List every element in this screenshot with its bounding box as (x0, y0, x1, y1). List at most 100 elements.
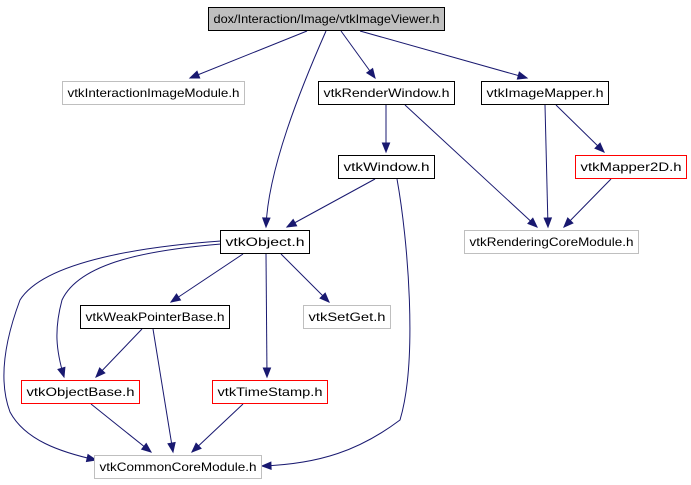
nodes-layer: dox/Interaction/Image/vtkImageViewer.h vt… (21, 7, 687, 479)
node-label: vtkCommonCoreModule.h (100, 460, 257, 474)
edge-line (170, 253, 244, 303)
edge-arrowhead (260, 461, 272, 471)
node-box (80, 305, 230, 329)
edge-imap-to-rcm (543, 104, 553, 229)
node-label: dox/Interaction/Image/vtkImageViewer.h (214, 12, 440, 26)
node-box (303, 305, 391, 329)
edge-arrowhead (191, 442, 202, 453)
edge-rwin-to-win (381, 105, 391, 154)
node-label: vtkObject.h (226, 235, 305, 249)
edge-root-to-imap (359, 30, 529, 80)
edge-ts-to-ccm (191, 403, 244, 453)
edge-obj-to-wpb (169, 253, 244, 303)
node-label: vtkImageMapper.h (487, 86, 604, 100)
edge-arrowhead (516, 71, 529, 80)
edge-obj-to-objbase (56, 243, 222, 379)
node-box (21, 380, 140, 404)
edge-win-to-ccm (260, 178, 411, 471)
node-map2d[interactable]: vtkMapper2D.h (575, 155, 687, 179)
node-box (464, 230, 639, 254)
edge-line (191, 403, 244, 453)
edge-arrowhead (188, 70, 201, 79)
node-setget[interactable]: vtkSetGet.h (303, 305, 391, 329)
edge-line (404, 104, 538, 228)
node-box (338, 155, 435, 179)
edge-line (563, 178, 612, 228)
node-label: vtkSetGet.h (309, 310, 386, 324)
edge-line (359, 30, 528, 79)
node-ccm[interactable]: vtkCommonCoreModule.h (94, 455, 262, 479)
edge-line (189, 30, 308, 79)
node-label: vtkMapper2D.h (581, 160, 682, 174)
node-box (62, 81, 245, 105)
edge-obj-to-ts (262, 253, 272, 379)
node-imap[interactable]: vtkImageMapper.h (481, 81, 609, 105)
node-iim[interactable]: vtkInteractionImageModule.h (62, 81, 245, 105)
node-label: vtkWeakPointerBase.h (86, 310, 225, 324)
edge-line (95, 328, 143, 378)
edges-layer (3, 30, 612, 471)
edge-arrowhead (95, 367, 106, 378)
node-root: dox/Interaction/Image/vtkImageViewer.h (208, 7, 445, 31)
node-label: vtkObjectBase.h (27, 385, 135, 399)
node-box (212, 380, 328, 404)
edge-line (280, 253, 330, 303)
edge-obj-to-setget (280, 253, 330, 303)
edge-rwin-to-rcm (404, 104, 538, 228)
node-objbase[interactable]: vtkObjectBase.h (21, 380, 140, 404)
edge-arrowhead (85, 453, 98, 463)
edge-arrowhead (167, 441, 176, 454)
edge-win-to-obj (285, 178, 376, 228)
node-label: vtkWindow.h (344, 160, 430, 174)
edge-arrowhead (543, 217, 553, 229)
edge-line (261, 178, 411, 467)
edge-line (555, 104, 605, 153)
node-label: vtkTimeStamp.h (218, 385, 323, 399)
edge-line (3, 240, 222, 461)
edge-arrowhead (169, 293, 182, 303)
node-box (220, 230, 310, 254)
edge-root-to-obj (261, 30, 327, 229)
edge-arrowhead (262, 367, 272, 379)
edge-wpb-to-objbase (95, 328, 143, 378)
edge-arrowhead (140, 442, 153, 453)
edge-obj-to-ccm (3, 240, 222, 463)
edge-arrowhead (381, 142, 391, 154)
node-label: vtkInteractionImageModule.h (68, 86, 240, 100)
edge-arrowhead (319, 292, 330, 303)
node-label: vtkRenderingCoreModule.h (470, 235, 634, 249)
edge-wpb-to-ccm (152, 328, 176, 454)
node-rwin[interactable]: vtkRenderWindow.h (318, 81, 455, 105)
node-box (481, 81, 609, 105)
edge-imap-to-map2d (555, 104, 605, 153)
edge-arrowhead (285, 218, 298, 228)
edge-line (90, 403, 152, 453)
node-box (208, 7, 445, 31)
edge-objbase-to-ccm (90, 403, 153, 453)
edge-arrowhead (563, 217, 574, 228)
edge-line (544, 104, 549, 228)
edge-map2d-to-rcm (563, 178, 612, 228)
node-ts[interactable]: vtkTimeStamp.h (212, 380, 328, 404)
node-box (94, 455, 262, 479)
node-box (575, 155, 687, 179)
edge-line (152, 328, 174, 453)
edge-arrowhead (57, 366, 66, 379)
node-win[interactable]: vtkWindow.h (338, 155, 435, 179)
node-rcm[interactable]: vtkRenderingCoreModule.h (464, 230, 639, 254)
edge-arrowhead (594, 142, 605, 153)
edge-arrowhead (261, 217, 271, 229)
node-obj[interactable]: vtkObject.h (220, 230, 310, 254)
edge-line (265, 253, 268, 378)
node-label: vtkRenderWindow.h (324, 86, 450, 100)
edge-arrowhead (527, 217, 538, 228)
edge-line (265, 30, 327, 228)
edge-line (286, 178, 376, 228)
node-wpb[interactable]: vtkWeakPointerBase.h (80, 305, 230, 329)
edge-root-to-rwin (340, 30, 376, 80)
edge-line (56, 243, 222, 378)
edge-root-to-iim (188, 30, 308, 79)
edge-line (340, 30, 376, 79)
